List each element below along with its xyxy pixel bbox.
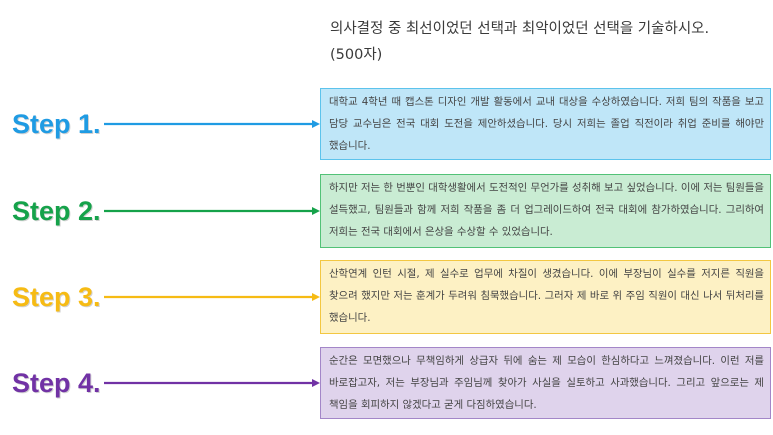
question-prompt: 의사결정 중 최선이었던 선택과 최악이었던 선택을 기술하시오. (500자): [330, 16, 760, 68]
step-3-arrow: [104, 293, 320, 301]
step-1-box: 대학교 4학년 때 캡스톤 디자인 개발 활동에서 교내 대상을 수상하였습니다…: [320, 88, 771, 160]
step-1: Step 1. 대학교 4학년 때 캡스톤 디자인 개발 활동에서 교내 대상을…: [0, 88, 773, 160]
step-4-box: 순간은 모면했으나 무책임하게 상급자 뒤에 숨는 제 모습이 한심하다고 느껴…: [320, 347, 771, 419]
step-3-box: 산학연계 인턴 시절, 제 실수로 업무에 차질이 생겼습니다. 이에 부장님이…: [320, 260, 771, 334]
step-3: Step 3. 산학연계 인턴 시절, 제 실수로 업무에 차질이 생겼습니다.…: [0, 260, 773, 334]
step-1-label: Step 1.: [12, 109, 101, 139]
step-2-label: Step 2.: [12, 196, 101, 226]
step-4: Step 4. 순간은 모면했으나 무책임하게 상급자 뒤에 숨는 제 모습이 …: [0, 347, 773, 419]
step-2-arrow: [104, 207, 320, 215]
step-2: Step 2. 하지만 저는 한 번뿐인 대학생활에서 도전적인 무언가를 성취…: [0, 174, 773, 248]
question-text: 의사결정 중 최선이었던 선택과 최악이었던 선택을 기술하시오.: [330, 21, 710, 37]
step-3-label: Step 3.: [12, 282, 101, 312]
step-1-arrow: [104, 120, 320, 128]
question-char-limit: (500자): [330, 47, 383, 63]
step-4-arrow: [104, 379, 320, 387]
step-4-label: Step 4.: [12, 368, 101, 398]
step-2-box: 하지만 저는 한 번뿐인 대학생활에서 도전적인 무언가를 성취해 보고 싶었습…: [320, 174, 771, 248]
